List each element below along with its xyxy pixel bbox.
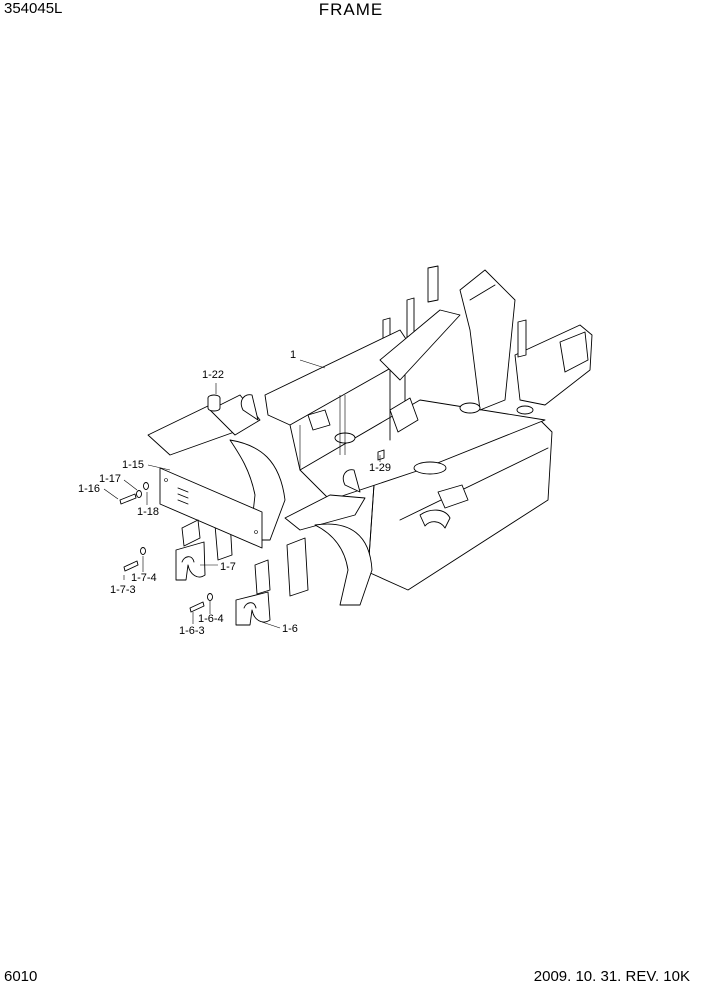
page-title: FRAME <box>318 0 384 19</box>
cover-plate <box>159 467 263 549</box>
bolt-washer-set <box>119 482 149 505</box>
callout-1-18: 1-18 <box>137 506 159 518</box>
model-code: 354045L <box>4 0 63 17</box>
clamp-block-1-7 <box>123 519 206 581</box>
callout-1-29: 1-29 <box>369 462 391 474</box>
bushing-part <box>207 394 221 412</box>
callout-1-16: 1-16 <box>78 483 100 495</box>
callout-1-7: 1-7 <box>220 561 236 573</box>
callout-1-7-3: 1-7-3 <box>110 584 136 596</box>
leader-lines <box>103 359 381 629</box>
main-frame <box>147 265 593 606</box>
callout-1-17: 1-17 <box>99 473 121 485</box>
callout-1-6: 1-6 <box>282 623 298 635</box>
callout-1: 1 <box>290 349 296 361</box>
clamp-block-1-6 <box>189 559 271 626</box>
callout-1-7-4: 1-7-4 <box>131 572 157 584</box>
callout-1-15: 1-15 <box>122 459 144 471</box>
page-number: 6010 <box>4 968 38 985</box>
revision-date: 2009. 10. 31. REV. 10K <box>533 968 690 985</box>
callout-1-22: 1-22 <box>202 369 224 381</box>
callout-1-6-3: 1-6-3 <box>179 625 205 637</box>
callout-labels: 1 1-22 1-15 1-17 1-16 1-18 1-29 1-7 1-7-… <box>78 349 391 637</box>
callout-1-6-4: 1-6-4 <box>198 613 224 625</box>
grease-fitting <box>377 449 385 461</box>
